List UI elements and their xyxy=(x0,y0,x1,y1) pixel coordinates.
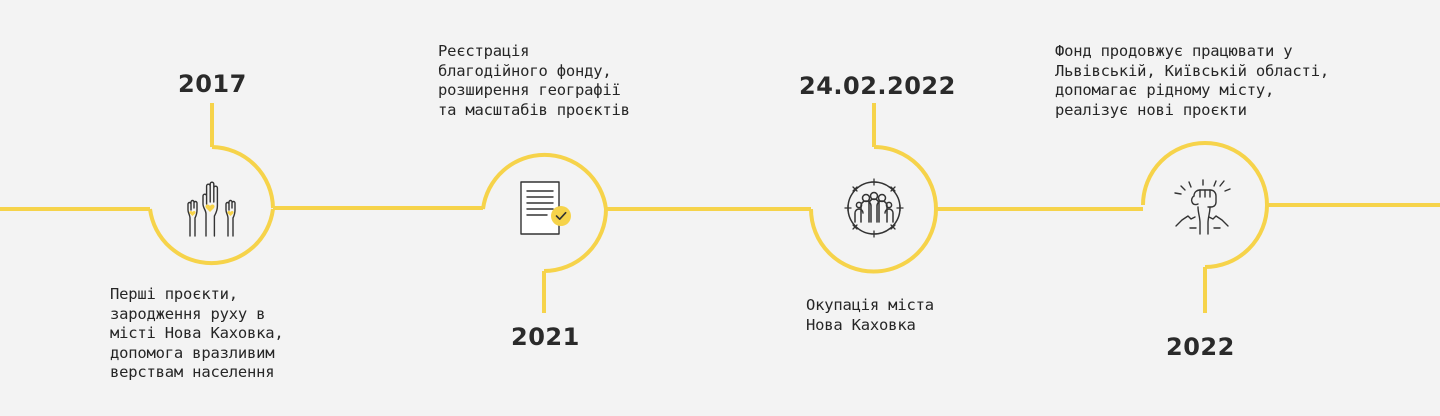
milestone-description: Перші проєкти, зародження руху в місті Н… xyxy=(110,285,284,381)
milestone-year: 24.02.2022 xyxy=(799,72,956,100)
milestone-year: 2021 xyxy=(511,323,580,351)
milestone-ring-2017 xyxy=(148,208,275,266)
people-barbed-wire-icon xyxy=(844,178,904,238)
document-checkmark-icon xyxy=(514,178,574,238)
milestone-year: 2017 xyxy=(178,70,247,98)
milestone-description: Фонд продовжує працювати у Львівській, К… xyxy=(1055,42,1329,119)
milestone-ring-2022 xyxy=(1141,141,1269,206)
milestone-description: Реєстрація благодійного фонду, розширенн… xyxy=(438,42,630,119)
milestone-ring-2017 xyxy=(211,145,275,209)
raised-hands-heart-icon xyxy=(182,178,242,238)
raised-fist-icon xyxy=(1172,176,1232,236)
milestone-ring-2022 xyxy=(1204,204,1269,269)
milestone-ring-2021 xyxy=(543,208,608,273)
milestone-description: Окупація міста Нова Каховка xyxy=(806,296,934,334)
milestone-ring-24022022 xyxy=(809,208,938,274)
milestone-year: 2022 xyxy=(1166,333,1235,361)
milestone-ring-2021 xyxy=(481,152,608,210)
milestone-ring-24022022 xyxy=(873,145,938,210)
